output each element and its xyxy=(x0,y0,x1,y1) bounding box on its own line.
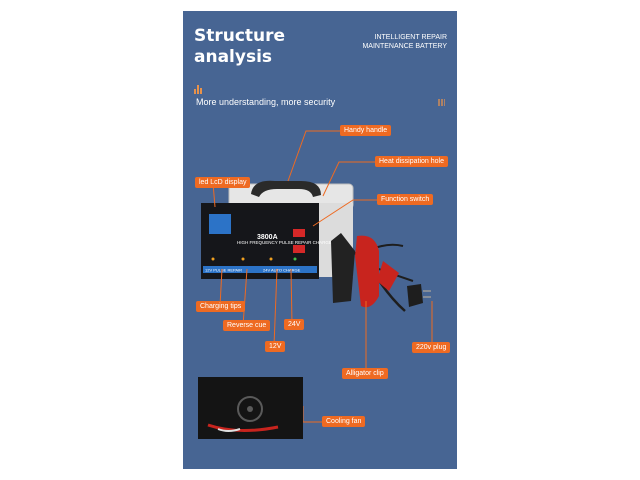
black-clip-icon xyxy=(331,233,355,303)
label-heat-dissipation-hole: Heat dissipation hole xyxy=(375,156,448,167)
label-led-lcd-display: led LcD display xyxy=(195,177,251,188)
label-12v: 12V xyxy=(265,341,286,352)
cooling-fan-photo xyxy=(198,377,303,439)
label-charging-tips: Charging tips xyxy=(196,301,246,312)
label-cooling-fan: Cooling fan xyxy=(322,416,366,427)
label-function-switch: Function switch xyxy=(377,194,434,205)
lcd-screen xyxy=(209,214,231,234)
brand-line-2: MAINTENANCE BATTERY xyxy=(362,43,447,50)
label-reverse-cue: Reverse cue xyxy=(223,320,271,331)
brand-line-1: INTELLIGENT REPAIR xyxy=(374,34,447,41)
panel-text: HIGH FREQUENCY PULSE REPAIR CHARGER xyxy=(237,240,336,245)
mode-12v-text: 12V PULSE REPAIR xyxy=(205,268,242,273)
indicator-icon xyxy=(293,257,297,261)
label-220v-plug: 220v plug xyxy=(412,342,451,353)
label-handy-handle: Handy handle xyxy=(340,125,392,136)
label-24v: 24V xyxy=(284,319,305,330)
indicator-icon xyxy=(269,257,273,261)
switch-top-icon xyxy=(293,229,305,237)
mode-24v-text: 24V AUTO CHARGE xyxy=(263,268,301,273)
model-label: 3800A xyxy=(257,234,278,241)
subtitle: More understanding, more security xyxy=(196,97,336,107)
switch-bottom-icon xyxy=(293,245,305,253)
handle-icon xyxy=(251,180,321,197)
label-alligator-clip: Alligator clip xyxy=(342,368,388,379)
product-panel: Structure analysis INTELLIGENT REPAIR MA… xyxy=(183,11,457,469)
brand-tagline: INTELLIGENT REPAIR MAINTENANCE BATTERY xyxy=(337,33,447,51)
indicator-icon xyxy=(241,257,245,261)
bar-chart-icon xyxy=(194,76,203,94)
red-clip-icon xyxy=(355,235,379,308)
product-illustration: HIGH FREQUENCY PULSE REPAIR CHARGER 3800… xyxy=(201,130,433,423)
indicator-icon xyxy=(211,257,215,261)
plug-icon xyxy=(407,284,423,307)
page-title: Structure analysis xyxy=(194,26,286,67)
grid-icon xyxy=(438,99,445,106)
